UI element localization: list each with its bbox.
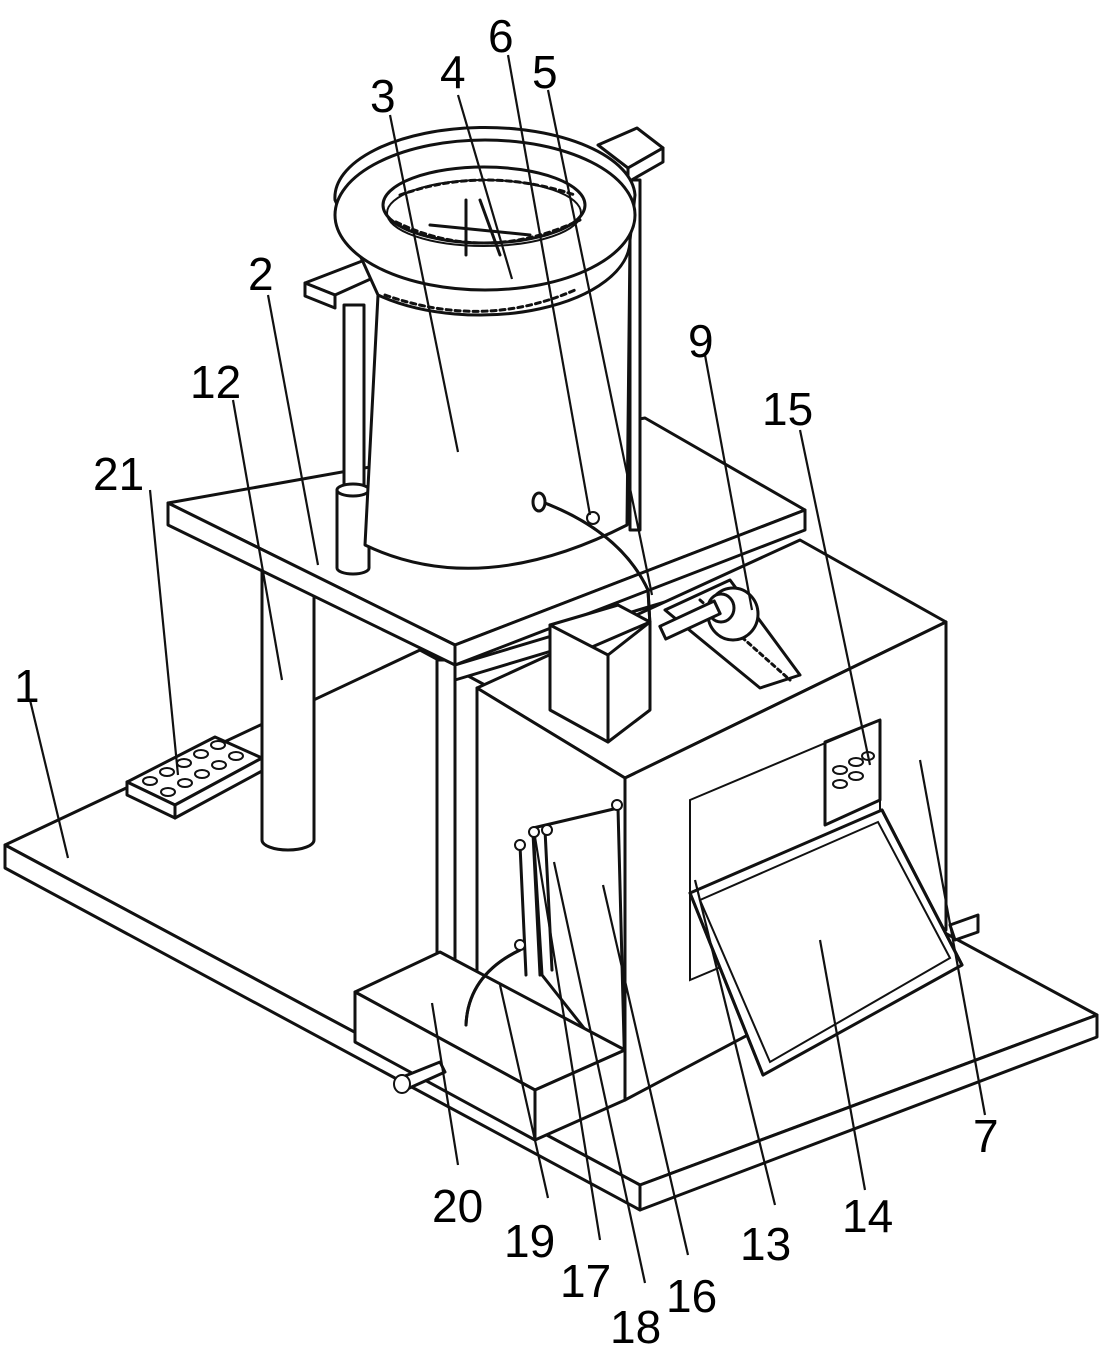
label-17: 17 — [560, 1255, 611, 1307]
brush-teeth — [383, 178, 582, 313]
label-21: 21 — [93, 448, 144, 500]
label-13: 13 — [740, 1218, 791, 1270]
label-12: 12 — [190, 356, 241, 408]
label-6: 6 — [488, 10, 514, 62]
label-3: 3 — [370, 70, 396, 122]
reference-numerals: 1 2 3 4 5 6 7 9 12 13 14 15 16 17 18 19 … — [14, 10, 999, 1353]
inlet-pipe — [531, 491, 652, 627]
support-column — [260, 558, 316, 852]
label-2: 2 — [248, 248, 274, 300]
label-15: 15 — [762, 383, 813, 435]
collection-tray — [688, 808, 980, 1077]
label-5: 5 — [532, 46, 558, 98]
control-panel — [125, 735, 264, 820]
motor-and-gear — [548, 578, 802, 744]
control-buttons — [142, 740, 244, 797]
drain-pump — [353, 939, 627, 1142]
label-1: 1 — [14, 660, 40, 712]
label-9: 9 — [688, 315, 714, 367]
label-7: 7 — [973, 1110, 999, 1162]
label-4: 4 — [440, 46, 466, 98]
label-20: 20 — [432, 1180, 483, 1232]
label-14: 14 — [842, 1190, 893, 1242]
top-ring — [333, 125, 637, 317]
label-18: 18 — [610, 1301, 661, 1353]
leader-lines — [28, 54, 987, 1284]
label-16: 16 — [666, 1270, 717, 1322]
lift-cylinder — [335, 178, 642, 576]
label-19: 19 — [504, 1215, 555, 1267]
